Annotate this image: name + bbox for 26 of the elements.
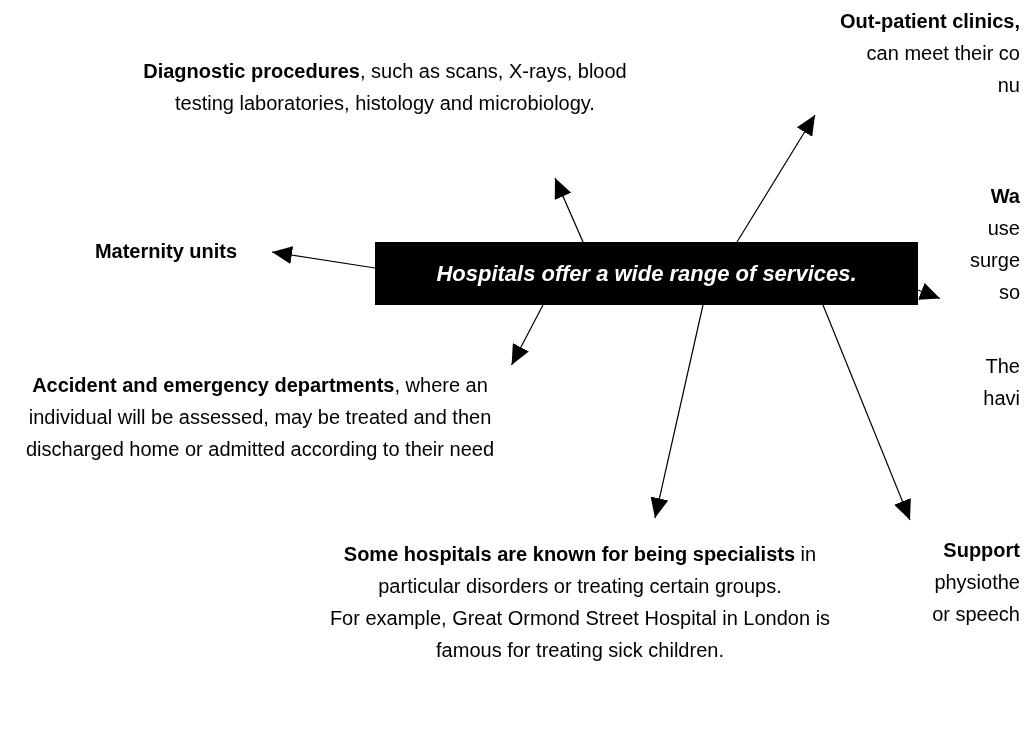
arrow [917, 282, 941, 300]
service-text: For example, Great Ormond Street Hospital in London is famous for treating sick children. [328, 606, 832, 663]
arrow [650, 304, 704, 519]
service-text: Some hospitals are known for being specialists in particular disorders or treating certain groups. [342, 542, 818, 599]
service-text: Maternity units [93, 239, 239, 264]
arrow [271, 246, 376, 269]
service-text: havi [983, 386, 1020, 411]
service-text: or speech [932, 602, 1020, 627]
service-text: physiothe [934, 570, 1020, 595]
service-text: The [985, 354, 1020, 379]
service-text: Diagnostic procedures, such as scans, X-rays, blood testing laboratories, histology and microbiology. [142, 59, 628, 116]
title-text: Hospitals offer a wide range of services. [436, 259, 857, 288]
arrow [736, 114, 816, 243]
arrow [822, 304, 911, 521]
service-text: so [998, 280, 1020, 305]
service-text: nu [997, 73, 1020, 98]
service-text: Accident and emergency departments, where an individual will be assessed, may be treated and then discharged home or admitted according to their need [24, 373, 496, 462]
service-text: Wa [990, 184, 1020, 209]
arrow [554, 177, 584, 243]
arrow [510, 304, 544, 366]
service-text: Support [943, 538, 1020, 563]
service-text: Out-patient clinics, [839, 9, 1020, 34]
service-text: use [987, 216, 1020, 241]
service-text: can meet their co [866, 41, 1020, 66]
service-text: surge [969, 248, 1020, 273]
title-box [375, 242, 918, 305]
